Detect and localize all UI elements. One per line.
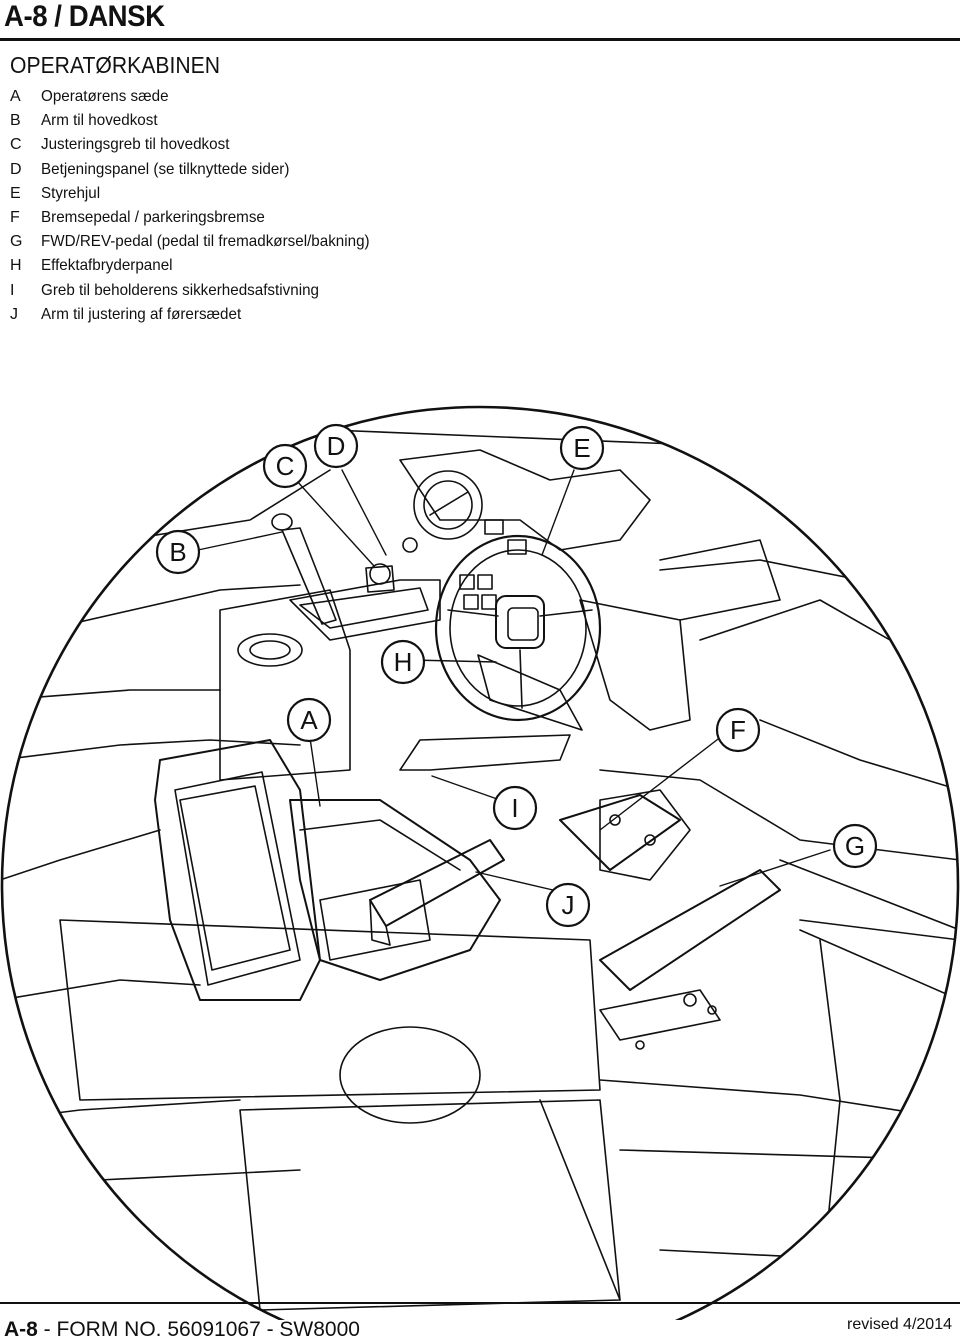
callout-h-badge — [380, 639, 426, 685]
revision-date: revised 4/2014 — [847, 1316, 952, 1333]
footer-page-ref: A-8 — [4, 1318, 38, 1341]
callout-h: H — [394, 647, 413, 677]
callout-a-badge — [286, 697, 332, 743]
legend-text: Betjeningspanel (se tilknyttede sider) — [41, 160, 290, 178]
callout-b-badge — [155, 529, 201, 575]
legend-item: C Justeringsgreb til hovedkost — [10, 133, 710, 157]
cab-linework — [2, 429, 958, 1311]
legend-text: Arm til justering af førersædet — [41, 305, 242, 323]
legend-text: Effektafbryderpanel — [41, 257, 173, 275]
form-number: A-8 - FORM NO. 56091067 - SW8000 — [4, 1318, 360, 1342]
legend-text: Operatørens sæde — [41, 88, 169, 106]
callout-a: A — [300, 705, 318, 735]
callout-e-badge — [559, 425, 605, 471]
callout-e: E — [573, 433, 590, 463]
legend-item: G FWD/REV-pedal (pedal til fremadkørsel/b… — [10, 230, 710, 254]
legend-text: Arm til hovedkost — [41, 112, 158, 130]
legend-text: Bremsepedal / parkeringsbremse — [41, 209, 265, 227]
legend-letter: H — [10, 257, 22, 275]
legend-item: I Greb til beholderens sikkerhedsafstivni… — [10, 279, 710, 303]
legend-letter: F — [10, 209, 20, 227]
callout-g: G — [845, 831, 865, 861]
legend-text: Justeringsgreb til hovedkost — [41, 136, 230, 154]
legend-letter: C — [10, 136, 22, 154]
callout-c: C — [276, 451, 295, 481]
legend-item: F Bremsepedal / parkeringsbremse — [10, 206, 710, 230]
footer-form-text: - FORM NO. 56091067 - SW8000 — [37, 1318, 360, 1341]
operator-cab-illustration: B C D E H A F I G J — [0, 405, 960, 1320]
callout-g-badge — [832, 823, 878, 869]
callout-i-badge — [492, 785, 538, 831]
legend-item: H Effektafbryderpanel — [10, 254, 710, 278]
legend-item: A Operatørens sæde — [10, 85, 710, 109]
callout-j-badge — [545, 882, 591, 928]
legend-letter: I — [10, 281, 15, 299]
callout-i: I — [511, 793, 518, 823]
legend-item: D Betjeningspanel (se tilknyttede sider) — [10, 158, 710, 182]
legend-text: Styrehjul — [41, 184, 101, 202]
legend-letter: A — [10, 88, 21, 106]
legend-letter: E — [10, 184, 21, 202]
component-legend: A Operatørens sæde B Arm til hovedkost C Ju… — [10, 85, 710, 327]
legend-item: B Arm til hovedkost — [10, 109, 710, 133]
callout-leaders — [197, 469, 831, 891]
legend-text: Greb til beholderens sikkerhedsafstivnin… — [41, 281, 319, 299]
page-footer: A-8 - FORM NO. 56091067 - SW8000 revised… — [0, 1300, 960, 1342]
legend-text: FWD/REV-pedal (pedal til fremadkørsel/ba… — [41, 233, 370, 251]
callout-f-badge — [715, 707, 761, 753]
operator-cab-section: OPERATØRKABINEN A Operatørens sæde B Arm t… — [10, 52, 710, 327]
callout-d: D — [327, 431, 346, 461]
footer-rule — [0, 1302, 960, 1304]
callout-d-badge — [313, 423, 359, 469]
header-rule — [0, 38, 960, 41]
callout-f: F — [730, 715, 746, 745]
callout-b: B — [169, 537, 186, 567]
callout-labels: B C D E H A F I G J — [155, 423, 878, 928]
legend-letter: G — [10, 233, 23, 251]
callout-c-badge — [262, 443, 308, 489]
callout-j: J — [562, 890, 575, 920]
legend-letter: B — [10, 112, 21, 130]
legend-item: J Arm til justering af førersædet — [10, 303, 710, 327]
section-title: OPERATØRKABINEN — [10, 52, 221, 78]
page-title: A-8 / DANSK — [4, 0, 165, 33]
legend-item: E Styrehjul — [10, 182, 710, 206]
legend-letter: J — [10, 305, 18, 323]
page-header: A-8 / DANSK — [0, 0, 960, 44]
legend-letter: D — [10, 160, 22, 178]
illustration-frame — [0, 405, 960, 1320]
